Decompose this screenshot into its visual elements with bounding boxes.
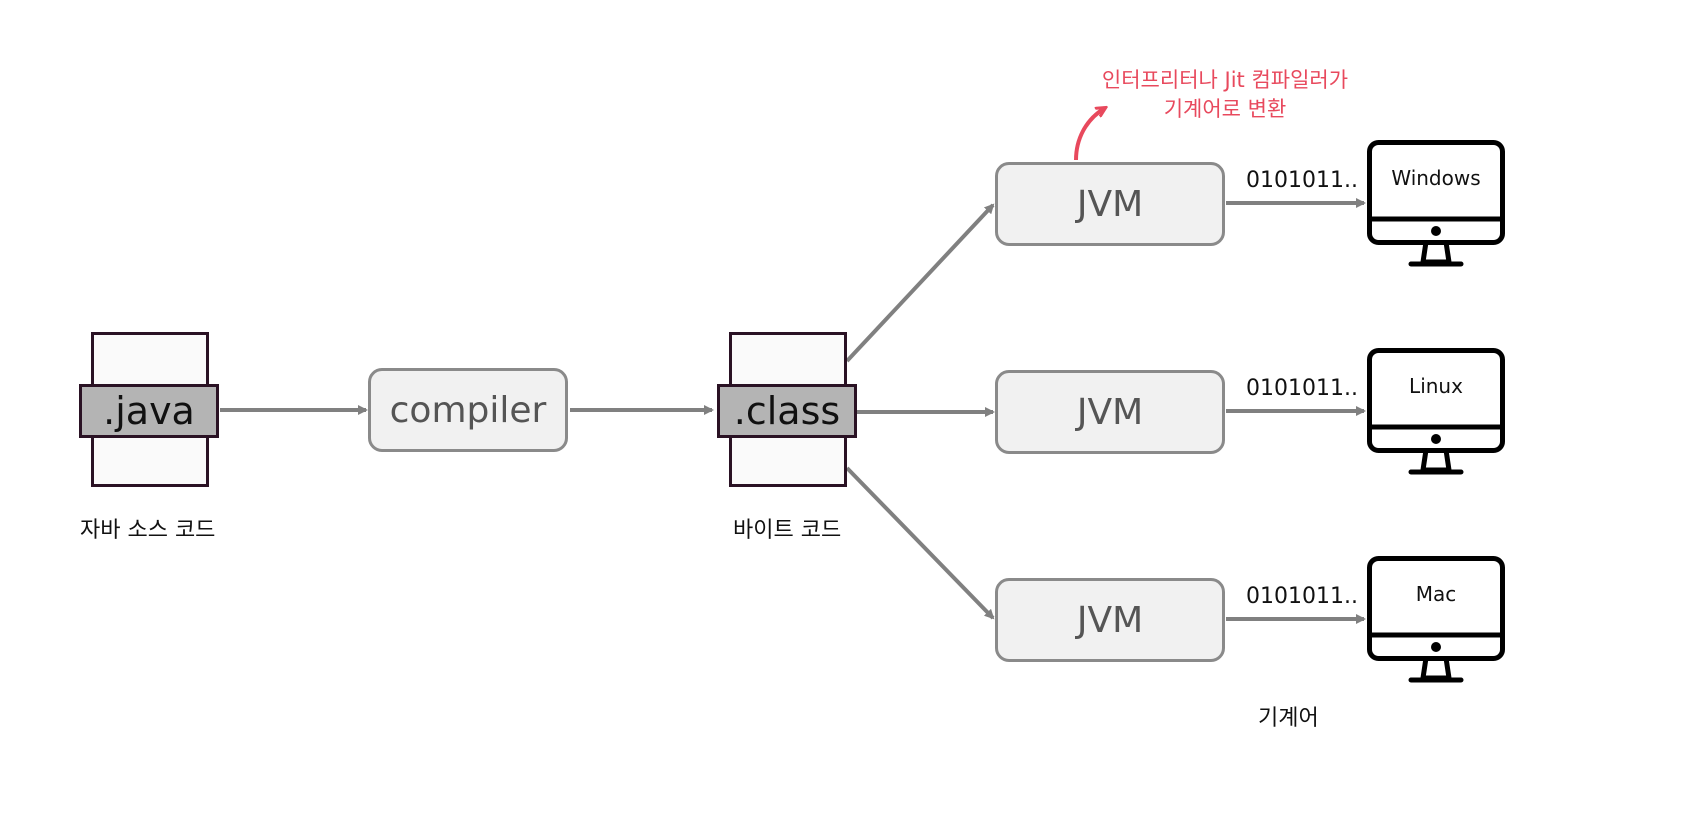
class-bytecode-file: .class [717,332,857,487]
java-source-caption: 자바 소스 코드 [80,518,216,543]
monitor-linux: Linux [1367,348,1505,478]
arrow-class-to-jvm-1 [845,203,995,363]
monitor-icon [1367,556,1505,683]
monitor-windows: Windows [1367,140,1505,270]
jvm-box-2: JVM [995,370,1225,454]
platform-label-linux: Linux [1409,374,1463,398]
platform-label-mac: Mac [1415,582,1457,606]
monitor-mac: Mac [1367,556,1505,686]
java-source-file: .java [79,332,219,487]
annotation-text: 인터프리터나 Jit 컴파일러가 기계어로 변환 [1060,66,1390,124]
jvm-box-3: JVM [995,578,1225,662]
monitor-icon [1367,348,1505,475]
jvm-box-1: JVM [995,162,1225,246]
class-file-extension: .class [717,384,857,438]
machine-code-bits-1: 0101011.. [1246,168,1358,193]
machine-code-bits-3: 0101011.. [1246,584,1358,609]
compiler-box: compiler [368,368,568,452]
bytecode-caption: 바이트 코드 [733,518,842,543]
monitor-icon [1367,140,1505,267]
platform-label-windows: Windows [1391,166,1481,190]
machine-code-bits-2: 0101011.. [1246,376,1358,401]
machine-code-caption: 기계어 [1258,706,1319,731]
arrow-class-to-jvm-3 [845,466,995,620]
annotation-line-1: 인터프리터나 Jit 컴파일러가 [1101,68,1349,92]
java-file-extension: .java [79,384,219,438]
annotation-arrow [1074,108,1105,161]
annotation-line-2: 기계어로 변환 [1163,97,1287,121]
